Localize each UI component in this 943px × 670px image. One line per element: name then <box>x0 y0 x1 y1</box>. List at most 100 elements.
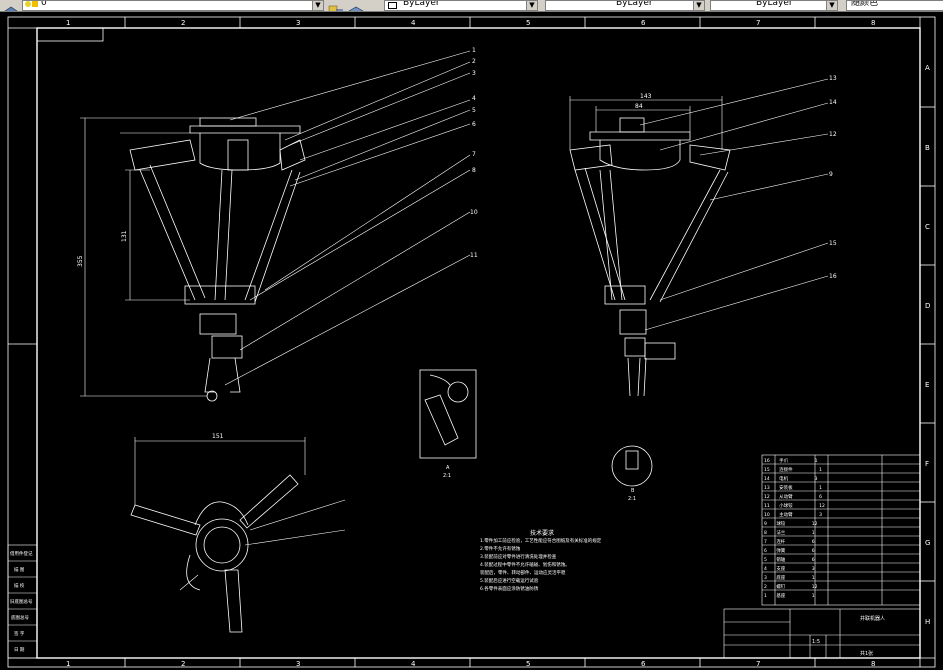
zone-bottom-2: 2 <box>181 660 185 668</box>
notes-line-6: 5.装配后应进行空载运行试验 <box>480 579 539 584</box>
left-side-block <box>7 544 38 659</box>
side-view[interactable] <box>569 117 731 397</box>
top-dims <box>134 437 346 591</box>
technical-notes: 技术要求 1.零件加工前应检验，工艺性能应符合图纸及有关标准的规定 2.零件不允… <box>480 530 601 594</box>
dim-side-width: 143 <box>640 93 652 100</box>
zone-top-3: 3 <box>296 19 300 27</box>
left-block-7: 日 期 <box>14 647 25 653</box>
bom-table <box>761 454 921 606</box>
detail-a-label: A <box>446 465 450 471</box>
balloon-8: 8 <box>472 167 476 174</box>
bom-row-14: 3 底座 1 <box>764 574 815 581</box>
lineweight-dropdown[interactable]: ByLayer ▼ <box>710 0 838 11</box>
color-dropdown[interactable]: ByLayer ▼ <box>384 0 538 11</box>
notes-title: 技术要求 <box>530 530 555 537</box>
zone-right-c: C <box>925 223 930 231</box>
plotstyle-dropdown[interactable]: 随颜色 <box>846 0 943 11</box>
chevron-down-icon[interactable]: ▼ <box>693 1 704 10</box>
balloon-6: 6 <box>472 121 476 128</box>
bom-row-13: 4 支座 3 <box>764 565 815 572</box>
notes-line-2: 2.零件不允许有锈蚀 <box>480 547 521 552</box>
side-dims <box>569 96 723 150</box>
corner-label-box <box>36 27 104 42</box>
title-block-sheet: 共1张 <box>860 650 873 657</box>
notes-line-5: 装配后，零件、转动部件、运动应灵活平稳 <box>480 571 566 576</box>
plotstyle-value: ByLayer <box>756 0 793 8</box>
linetype-value: ByLayer <box>403 0 440 8</box>
layer-previous-icon[interactable] <box>348 0 364 11</box>
top-view[interactable] <box>130 474 299 633</box>
bom-row-3: 14 电机 3 <box>764 475 818 482</box>
zone-bottom-6: 6 <box>641 660 646 668</box>
zone-right-h: H <box>925 618 930 626</box>
balloon-10: 10 <box>470 209 478 216</box>
bom-row-9: 8 法兰 1 <box>764 529 815 536</box>
zone-top-5: 5 <box>526 19 530 27</box>
bom-row-5: 12 从动臂 6 <box>764 493 822 500</box>
notes-line-4: 4.装配过程中零件不允许磕碰、划伤和锈蚀。 <box>480 563 570 568</box>
left-block-3: 描 校 <box>14 582 25 589</box>
bom-row-12: 5 销轴 6 <box>764 556 815 563</box>
balloon-16: 16 <box>829 273 837 280</box>
bom-row-1: 16 手爪 1 <box>764 457 818 464</box>
zone-top-7: 7 <box>756 19 760 27</box>
bom-row-6: 11 小球铰 12 <box>764 502 825 509</box>
front-view[interactable] <box>129 117 306 402</box>
zone-right-a: A <box>925 64 930 72</box>
bom-row-2: 15 连接件 1 <box>764 466 822 473</box>
zone-bottom-8: 8 <box>871 660 875 668</box>
zone-top-2: 2 <box>181 19 185 27</box>
chevron-down-icon[interactable]: ▼ <box>826 1 837 10</box>
bom-row-8: 9 球铰 12 <box>764 520 818 527</box>
bom-row-16: 1 基座 1 <box>764 592 815 599</box>
dim-front-inner: 131 <box>121 230 128 242</box>
layer-state-icon[interactable] <box>4 0 18 11</box>
left-block-6: 签 字 <box>14 630 25 637</box>
dim-top-width: 151 <box>212 433 224 440</box>
outer-frame <box>7 16 936 668</box>
chevron-down-icon[interactable]: ▼ <box>526 1 537 10</box>
bom-row-15: 2 螺钉 12 <box>764 583 818 590</box>
balloon-9: 9 <box>829 171 833 178</box>
zone-top-6: 6 <box>641 19 646 27</box>
left-block-1: 借用件登记 <box>10 550 33 557</box>
zone-right-d: D <box>925 302 930 310</box>
front-leaders <box>224 50 471 386</box>
detail-view-a[interactable] <box>419 369 477 459</box>
balloon-15: 15 <box>829 240 837 247</box>
bom-row-11: 6 弹簧 6 <box>764 547 815 554</box>
notes-line-3: 3.装配前应对零件进行清洗处理并检查 <box>480 555 557 560</box>
color-value: 随颜色 <box>851 0 879 8</box>
balloon-7: 7 <box>472 151 476 158</box>
notes-line-7: 6.各零件表面应涂防锈油防锈 <box>480 587 539 592</box>
inner-frame <box>36 27 921 659</box>
balloon-11: 11 <box>470 252 478 259</box>
zone-ticks <box>8 17 935 667</box>
left-block-2: 描 图 <box>14 566 25 573</box>
zone-top-4: 4 <box>411 19 416 27</box>
layer-value: 0 <box>41 0 47 8</box>
title-block-name: 并联机器人 <box>860 615 885 622</box>
zone-top-1: 1 <box>66 19 70 27</box>
toolbar: 0 ▼ ByLayer ▼ ByLayer ▼ ByLayer ▼ 随颜色 <box>0 0 943 12</box>
zone-right-e: E <box>925 381 929 389</box>
bulb-icon <box>25 1 31 7</box>
front-dims <box>80 117 207 397</box>
drawing-canvas[interactable]: 1 2 3 4 5 6 7 8 1 2 3 4 5 6 7 8 A B C D … <box>0 11 943 670</box>
make-current-icon[interactable] <box>328 0 344 11</box>
dim-front-height: 355 <box>77 255 84 267</box>
section-view-b[interactable] <box>611 445 653 487</box>
linetype-dropdown[interactable]: ByLayer ▼ <box>545 0 705 11</box>
zone-right-b: B <box>925 144 930 152</box>
bom-row-10: 7 连杆 6 <box>764 538 815 545</box>
balloon-3: 3 <box>472 70 476 77</box>
zone-bottom-7: 7 <box>756 660 760 668</box>
title-block-scale: 1:5 <box>812 639 820 645</box>
left-block-4: 旧底图总号 <box>10 598 33 605</box>
chevron-down-icon[interactable]: ▼ <box>312 1 323 10</box>
layer-dropdown[interactable]: 0 ▼ <box>22 0 324 11</box>
title-block <box>723 608 921 659</box>
zone-top-8: 8 <box>871 19 875 27</box>
balloon-12: 12 <box>829 131 837 138</box>
zone-bottom-1: 1 <box>66 660 70 668</box>
